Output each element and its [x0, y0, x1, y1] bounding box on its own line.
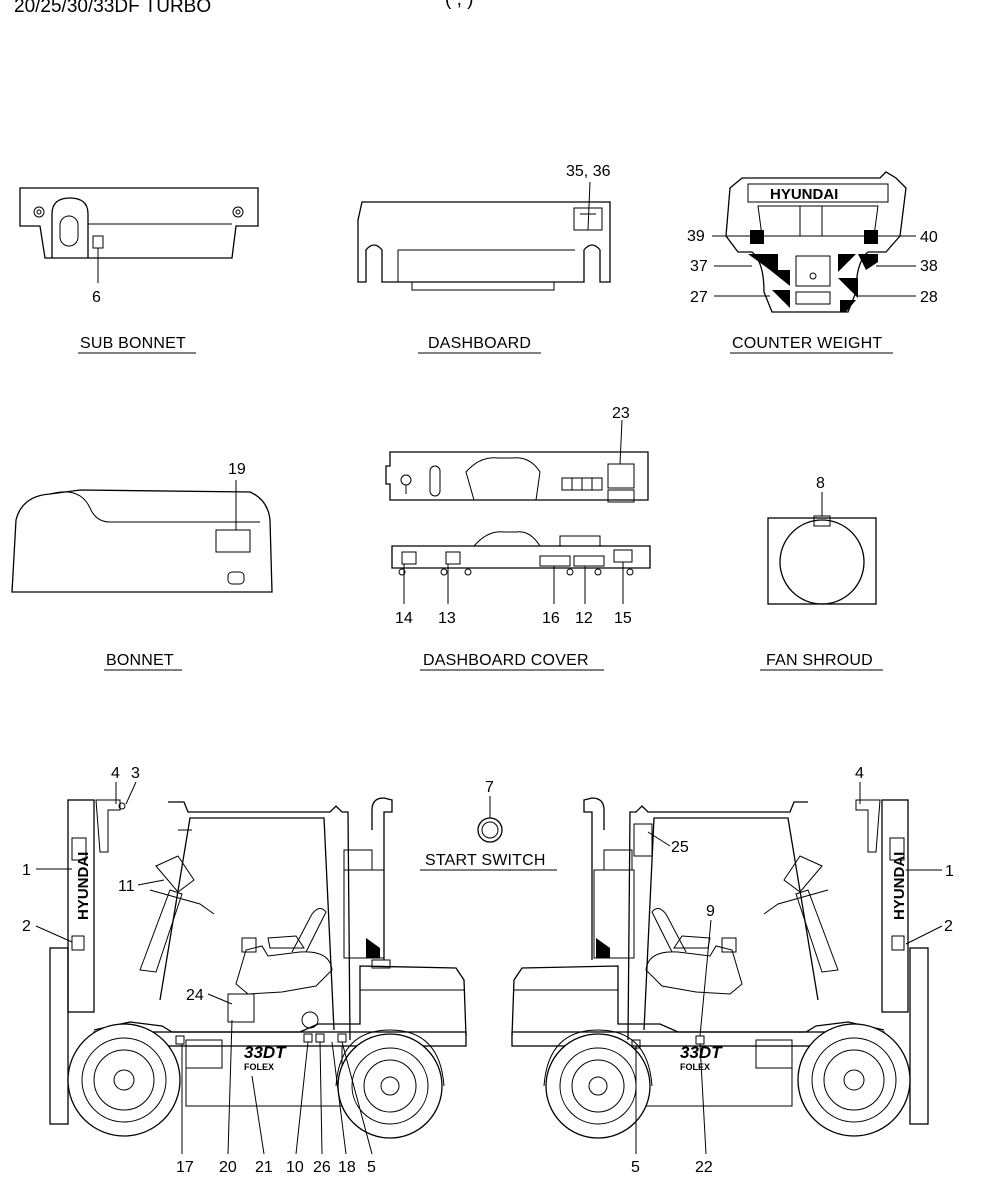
- callout-left-2: 2: [22, 918, 31, 935]
- section-label-sub-bonnet: SUB BONNET: [80, 335, 186, 352]
- callout-left-21: 21: [255, 1159, 273, 1176]
- callout-16: 16: [542, 610, 560, 627]
- callout-left-1: 1: [22, 862, 31, 879]
- model-title: 20/25/30/33DF TURBO: [14, 0, 211, 17]
- mast-logo-right: HYUNDAI: [891, 852, 908, 920]
- callout-38: 38: [920, 258, 938, 275]
- callout-7: 7: [485, 779, 494, 796]
- callout-left-10: 10: [286, 1159, 304, 1176]
- callout-left-11: 11: [118, 878, 135, 895]
- callout-left-17: 17: [176, 1159, 194, 1176]
- sub-bonnet-drawing: [19, 187, 259, 283]
- callout-35-36: 35, 36: [566, 163, 611, 180]
- callout-right-4: 4: [855, 765, 864, 782]
- callout-left-18: 18: [338, 1159, 356, 1176]
- section-label-bonnet: BONNET: [106, 652, 174, 669]
- section-label-counter-weight: COUNTER WEIGHT: [732, 335, 882, 352]
- section-label-fan-shroud: FAN SHROUD: [766, 652, 873, 669]
- start-switch-drawing: [477, 796, 503, 843]
- callout-right-2: 2: [944, 918, 953, 935]
- callout-27: 27: [690, 289, 708, 306]
- callout-left-26: 26: [313, 1159, 331, 1176]
- callout-15: 15: [614, 610, 632, 627]
- callout-13: 13: [438, 610, 456, 627]
- callout-12: 12: [575, 610, 593, 627]
- callout-left-3: 3: [131, 765, 140, 782]
- callout-40: 40: [920, 229, 938, 246]
- section-label-dashboard: DASHBOARD: [428, 335, 531, 352]
- callout-39: 39: [687, 228, 705, 245]
- callout-right-1: 1: [945, 863, 954, 880]
- dashboard-cover-upper-drawing: [385, 419, 649, 503]
- callout-right-5: 5: [631, 1159, 640, 1176]
- dashboard-drawing: [357, 181, 611, 291]
- callout-8: 8: [816, 475, 825, 492]
- callout-6: 6: [92, 289, 101, 306]
- callout-14: 14: [395, 610, 413, 627]
- callout-left-4: 4: [111, 765, 120, 782]
- mast-logo-left: HYUNDAI: [75, 852, 92, 920]
- section-label-dashboard-cover: DASHBOARD COVER: [423, 652, 589, 669]
- callout-right-22: 22: [695, 1159, 713, 1176]
- callout-right-9: 9: [706, 903, 715, 920]
- fan-shroud-drawing: [767, 492, 877, 605]
- model-badge-right: 33DT: [680, 1043, 723, 1062]
- callout-left-24: 24: [186, 987, 204, 1004]
- counterweight-logo: HYUNDAI: [770, 186, 838, 203]
- dashboard-cover-lower-drawing: [391, 531, 651, 604]
- section-label-start-switch: START SWITCH: [425, 852, 546, 869]
- bonnet-drawing: [11, 480, 273, 593]
- header-extra: ( , ): [445, 0, 474, 10]
- forklift-left-side-drawing: HYUNDAI 33D: [49, 797, 467, 1139]
- callout-right-25: 25: [671, 839, 689, 856]
- callout-19: 19: [228, 461, 246, 478]
- callout-left-20: 20: [219, 1159, 237, 1176]
- forklift-right-side-drawing: HYUNDAI 33DT FOLEX: [511, 797, 929, 1139]
- callout-23: 23: [612, 405, 630, 422]
- counter-weight-drawing: HYUNDAI: [725, 171, 907, 313]
- callout-37: 37: [690, 258, 708, 275]
- callout-28: 28: [920, 289, 938, 306]
- sub-badge-left: FOLEX: [244, 1062, 274, 1072]
- sub-badge-right: FOLEX: [680, 1062, 710, 1072]
- model-badge-left: 33DT: [244, 1043, 287, 1062]
- callout-left-5: 5: [367, 1159, 376, 1176]
